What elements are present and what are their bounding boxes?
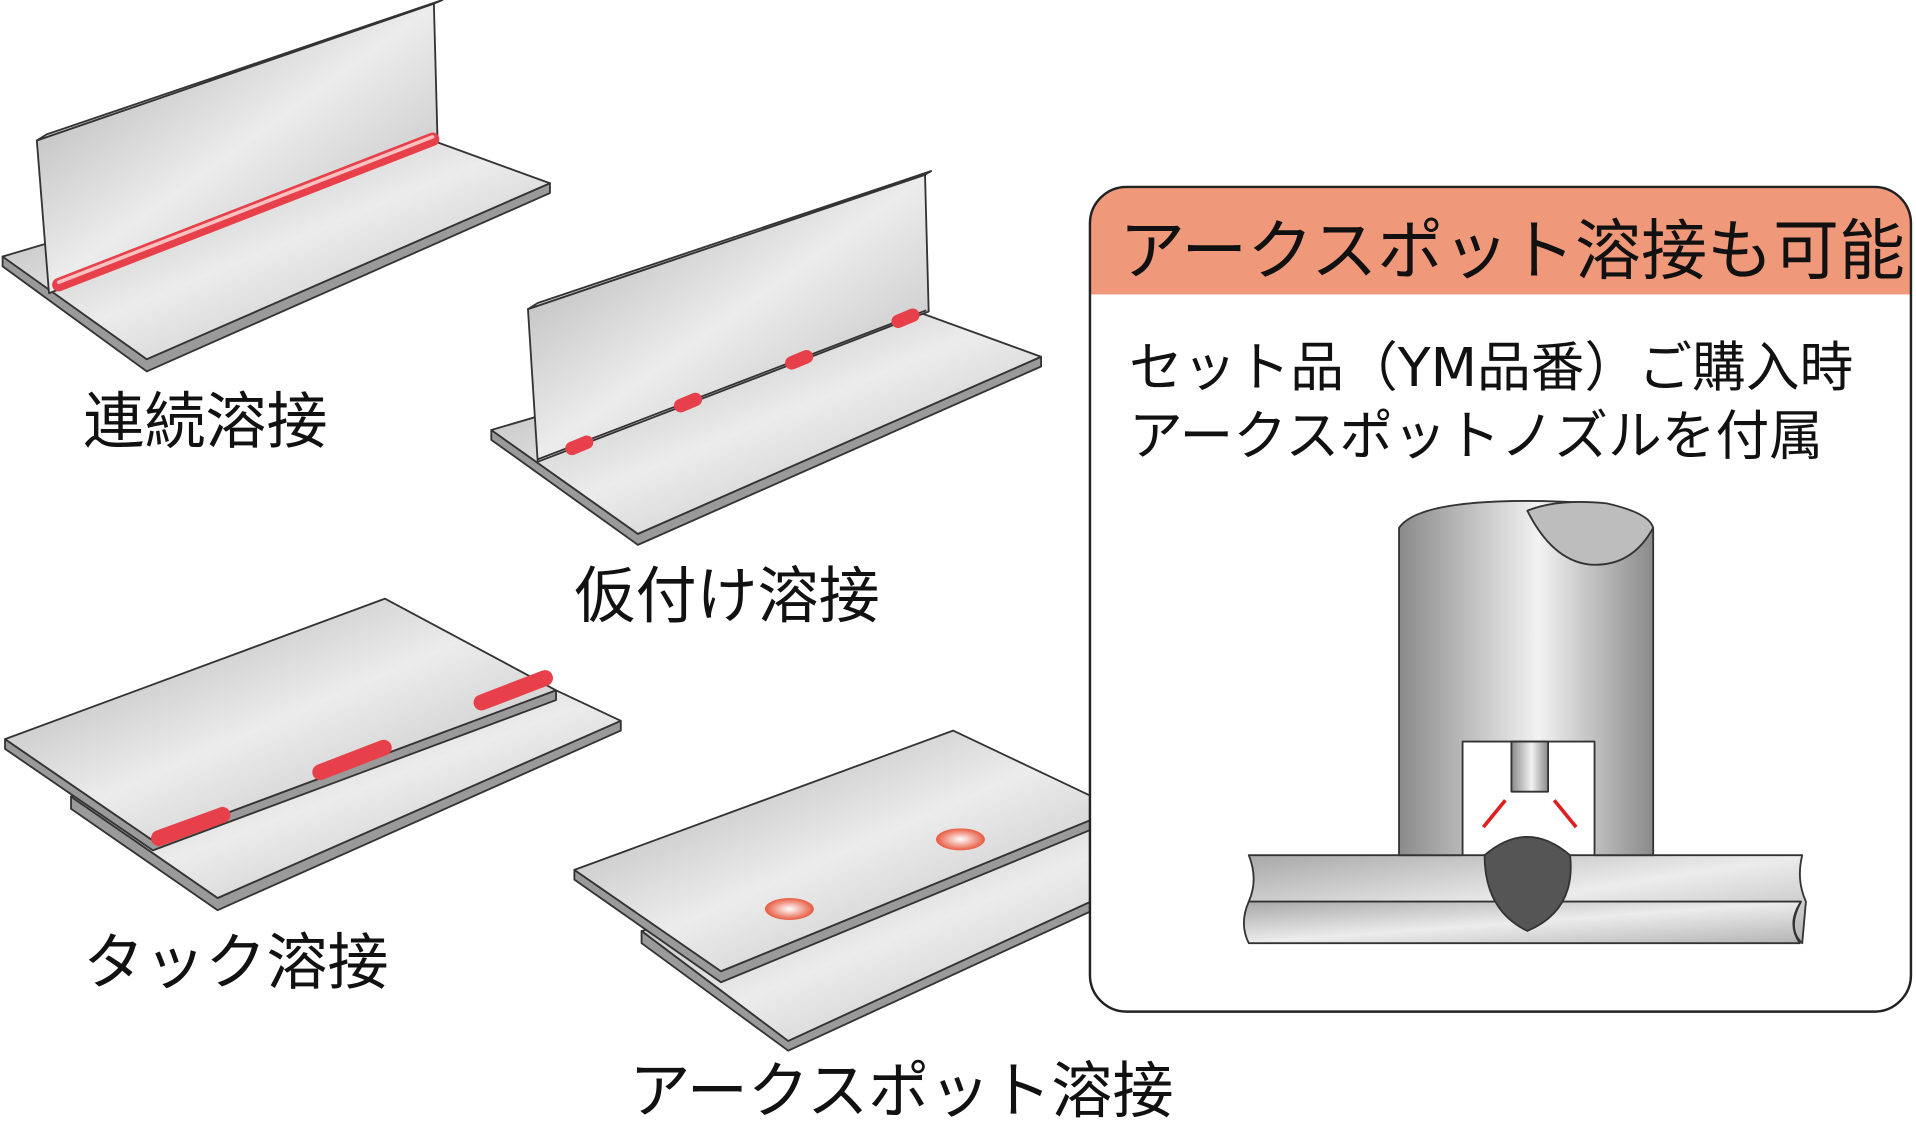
weld-bead: [52, 132, 440, 292]
label-temporary: 仮付け溶接: [574, 561, 879, 632]
weld-bead: [312, 739, 392, 781]
label-tack: タック溶接: [83, 928, 388, 999]
weld-spot: [565, 435, 594, 456]
tack-weld-figure: [4, 597, 622, 912]
weld-spot: [764, 897, 814, 920]
weld-bead: [473, 670, 553, 711]
weld-spot: [936, 828, 985, 851]
temporary-weld-figure: [490, 170, 1042, 546]
panel-header: [1089, 186, 1911, 295]
continuous-weld-figure: [1, 0, 551, 373]
panel-line-2: アークスポットノズルを付属: [1129, 404, 1823, 467]
weld-bead: [151, 806, 231, 847]
label-continuous: 連続溶接: [83, 386, 327, 457]
weld-spot: [891, 308, 920, 329]
weld-spot: [785, 350, 814, 370]
nozzle-illustration: [1242, 499, 1807, 945]
weld-spot: [673, 392, 703, 413]
label-arc-spot: アークスポット溶接: [629, 1056, 1173, 1124]
panel-title: アークスポット溶接も可能: [1119, 213, 1905, 290]
panel-line-1: セット品（YM品番）ご購入時: [1129, 336, 1853, 399]
info-panel: アークスポット溶接も可能 セット品（YM品番）ご購入時 アークスポットノズルを付…: [1088, 185, 1913, 1013]
